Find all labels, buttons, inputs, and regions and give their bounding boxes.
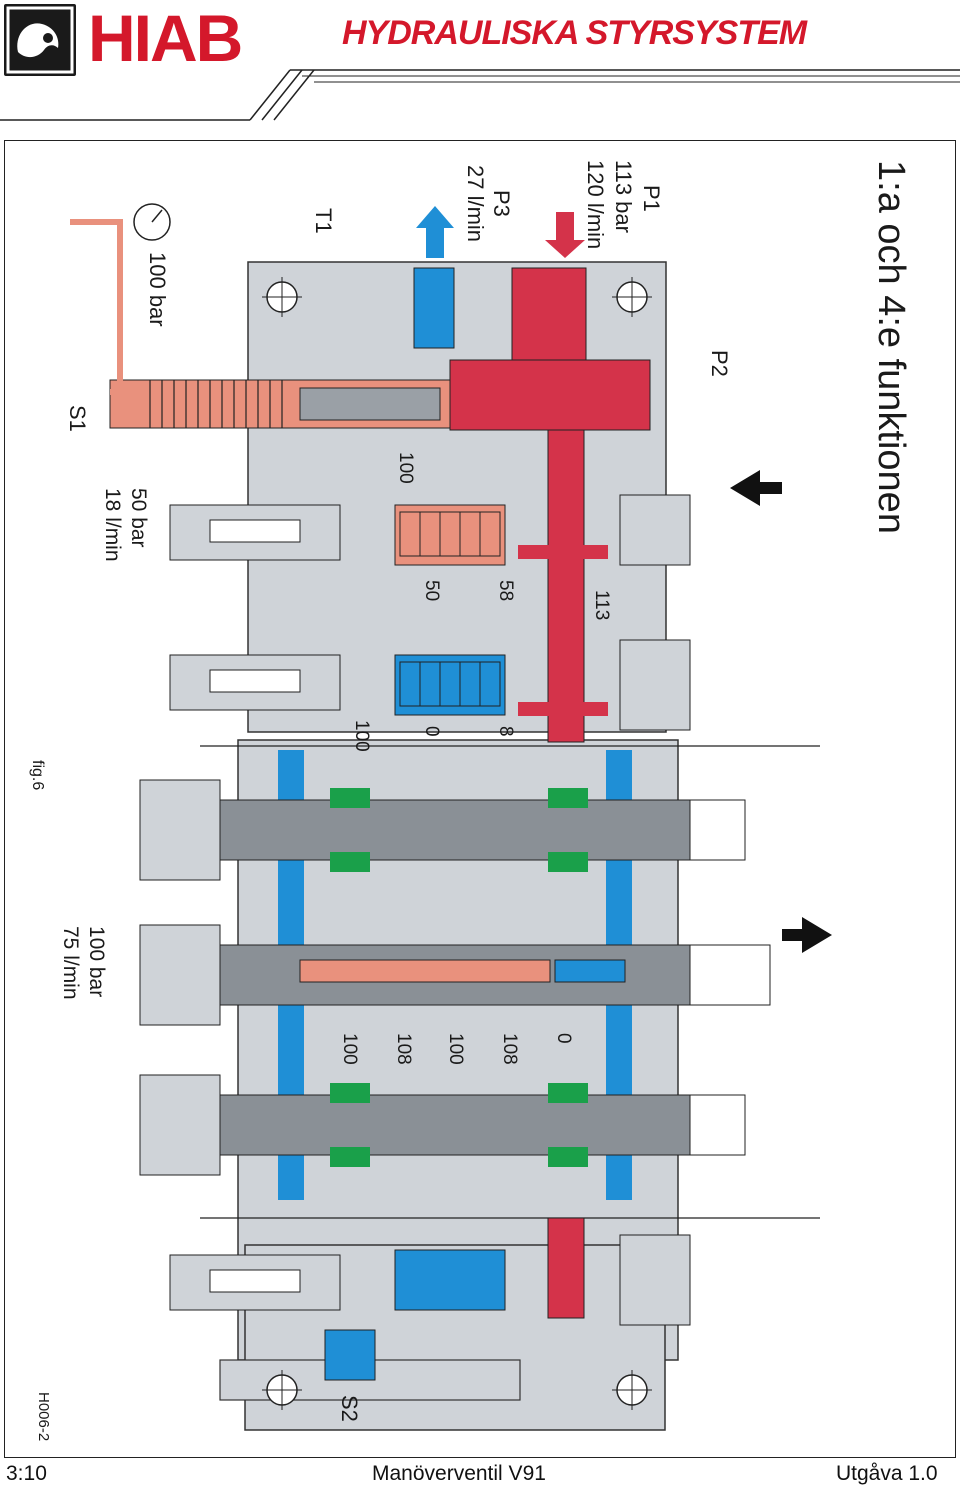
drawing-id: H006-2 (35, 1392, 52, 1442)
value-label: 8 (495, 726, 516, 737)
document-name: Manöverventil V91 (372, 1462, 546, 1485)
label-s2: S2 (337, 1395, 362, 1422)
header-rule (0, 69, 960, 121)
relief-valve-s1 (70, 219, 451, 429)
edition: Utgåva 1.0 (836, 1462, 938, 1485)
value-label: 100 (395, 452, 416, 484)
value-label: 108 (499, 1033, 520, 1065)
value-label: 113 (591, 590, 612, 621)
spool-3 (139, 1074, 746, 1176)
value-label: 108 (393, 1033, 414, 1065)
diagram-heading: 1:a och 4:e funktionen (870, 160, 912, 534)
label-p1-flow: 120 l/min (583, 160, 608, 250)
label-t1: T1 (311, 208, 336, 234)
value-label: 58 (495, 580, 516, 602)
relief-mid-pressure: 100 bar (85, 926, 108, 998)
mounting-holes (262, 277, 652, 1410)
label-s1: S1 (65, 405, 90, 432)
spool-2 (139, 924, 771, 1026)
label-p2: P2 (707, 350, 732, 377)
hiab-logo-icon (4, 4, 76, 76)
figure-label: fig.6 (29, 760, 46, 791)
brand-logo-text: HIAB (88, 1, 243, 75)
pressure-gauge-icon (133, 203, 171, 241)
arrow-p3-out-icon (416, 206, 454, 258)
page-number: 3:10 (6, 1462, 47, 1485)
relief-upper-flow: 18 l/min (101, 488, 124, 562)
label-p3: P3 (489, 190, 514, 217)
relief-mid-flow: 75 l/min (59, 926, 82, 1000)
value-label: 100 (445, 1033, 466, 1065)
label-p3-flow: 27 l/min (463, 165, 488, 243)
spool-1 (139, 779, 746, 881)
pressure-channel (449, 267, 651, 1319)
compensator-valve-lower (169, 1234, 691, 1326)
label-p1-pressure: 113 bar (611, 160, 636, 233)
compensator-valve-upper (169, 494, 691, 566)
compensator-valve-upper2 (169, 639, 691, 731)
gauge-label: 100 bar (145, 252, 170, 327)
arrow-p1-in-icon (545, 212, 585, 258)
diagram-frame (4, 140, 956, 1458)
page-footer: 3:10 Manöverventil V91 Utgåva 1.0 (0, 1460, 960, 1490)
value-label: 100 (351, 720, 372, 752)
value-label: 50 (421, 580, 442, 602)
page-title: HYDRAULISKA STYRSYSTEM (342, 14, 807, 52)
page-header: HIAB HYDRAULISKA STYRSYSTEM (0, 0, 960, 125)
relief-upper-pressure: 50 bar (127, 488, 150, 548)
label-p1: P1 (639, 185, 664, 212)
arrow-spool-left-icon (730, 470, 782, 506)
arrow-spool-right-icon (782, 917, 832, 953)
value-label: 0 (553, 1033, 574, 1044)
value-label: 100 (339, 1033, 360, 1065)
value-label: 0 (421, 726, 442, 737)
